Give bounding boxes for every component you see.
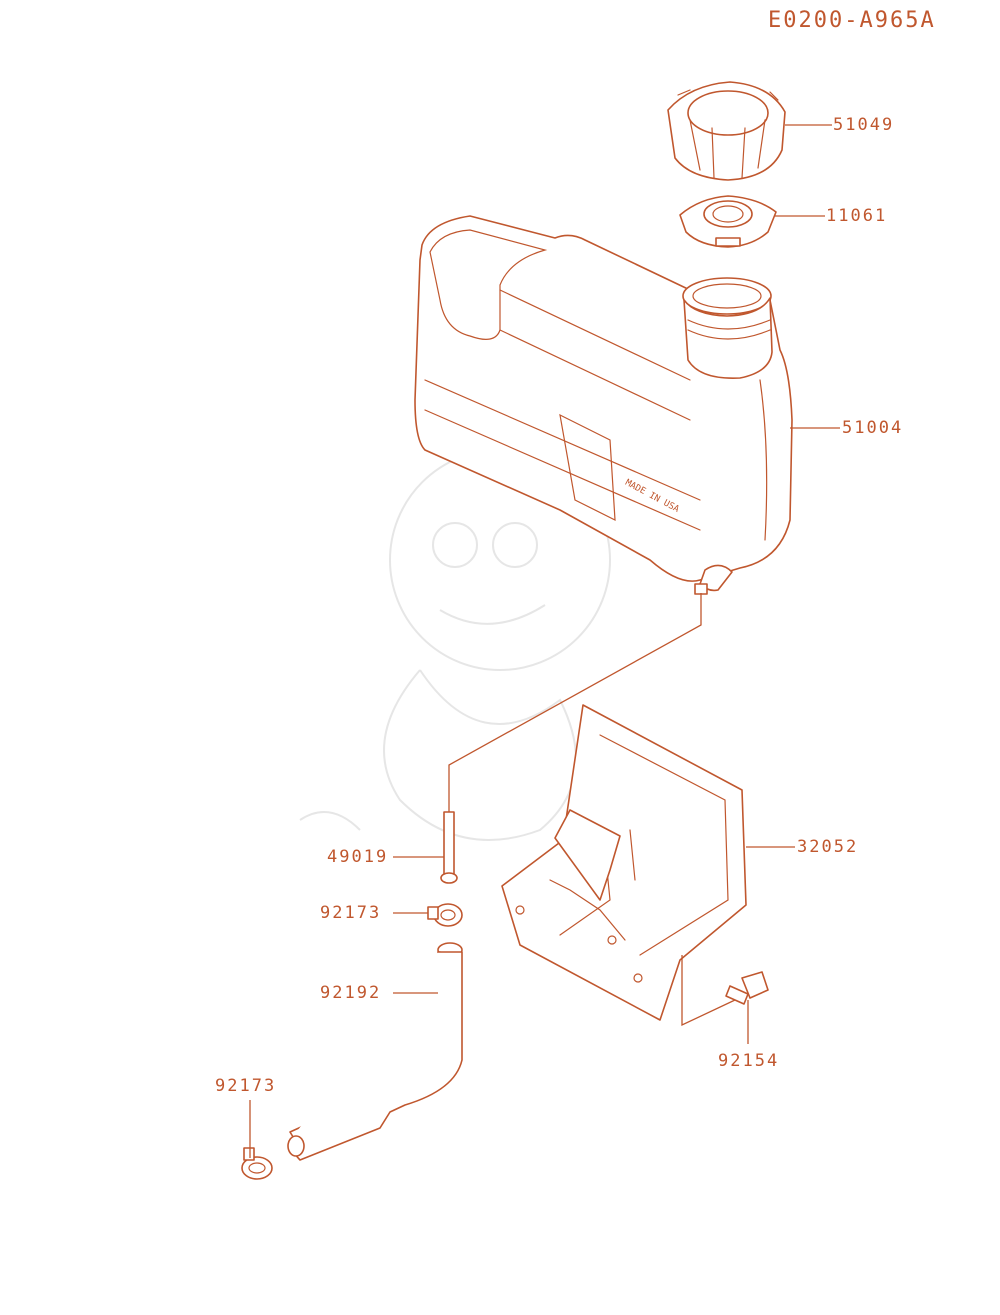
fuel-cap <box>667 81 786 181</box>
callout-51049[interactable]: 51049 <box>833 115 895 135</box>
callout-92173-upper[interactable]: 92173 <box>320 903 382 923</box>
callout-92192[interactable]: 92192 <box>320 983 382 1003</box>
leader-lines <box>249 124 840 1158</box>
bracket-bolt <box>725 971 769 1005</box>
callout-49019[interactable]: 49019 <box>327 847 389 867</box>
callout-51004[interactable]: 51004 <box>842 418 904 438</box>
hose-clamp-lower <box>241 1147 273 1180</box>
hose-clamp-upper <box>427 903 463 927</box>
callout-92154[interactable]: 92154 <box>718 1051 780 1071</box>
diagram-code: E0200-A965A <box>768 8 936 33</box>
tank-fitting <box>440 811 458 884</box>
fuel-tank <box>414 215 793 595</box>
mounting-bracket <box>501 704 747 1021</box>
callout-32052[interactable]: 32052 <box>797 837 859 857</box>
fuel-hose <box>287 942 463 1161</box>
callout-92173-lower[interactable]: 92173 <box>215 1076 277 1096</box>
callout-11061[interactable]: 11061 <box>826 206 888 226</box>
cap-gasket <box>679 195 777 248</box>
